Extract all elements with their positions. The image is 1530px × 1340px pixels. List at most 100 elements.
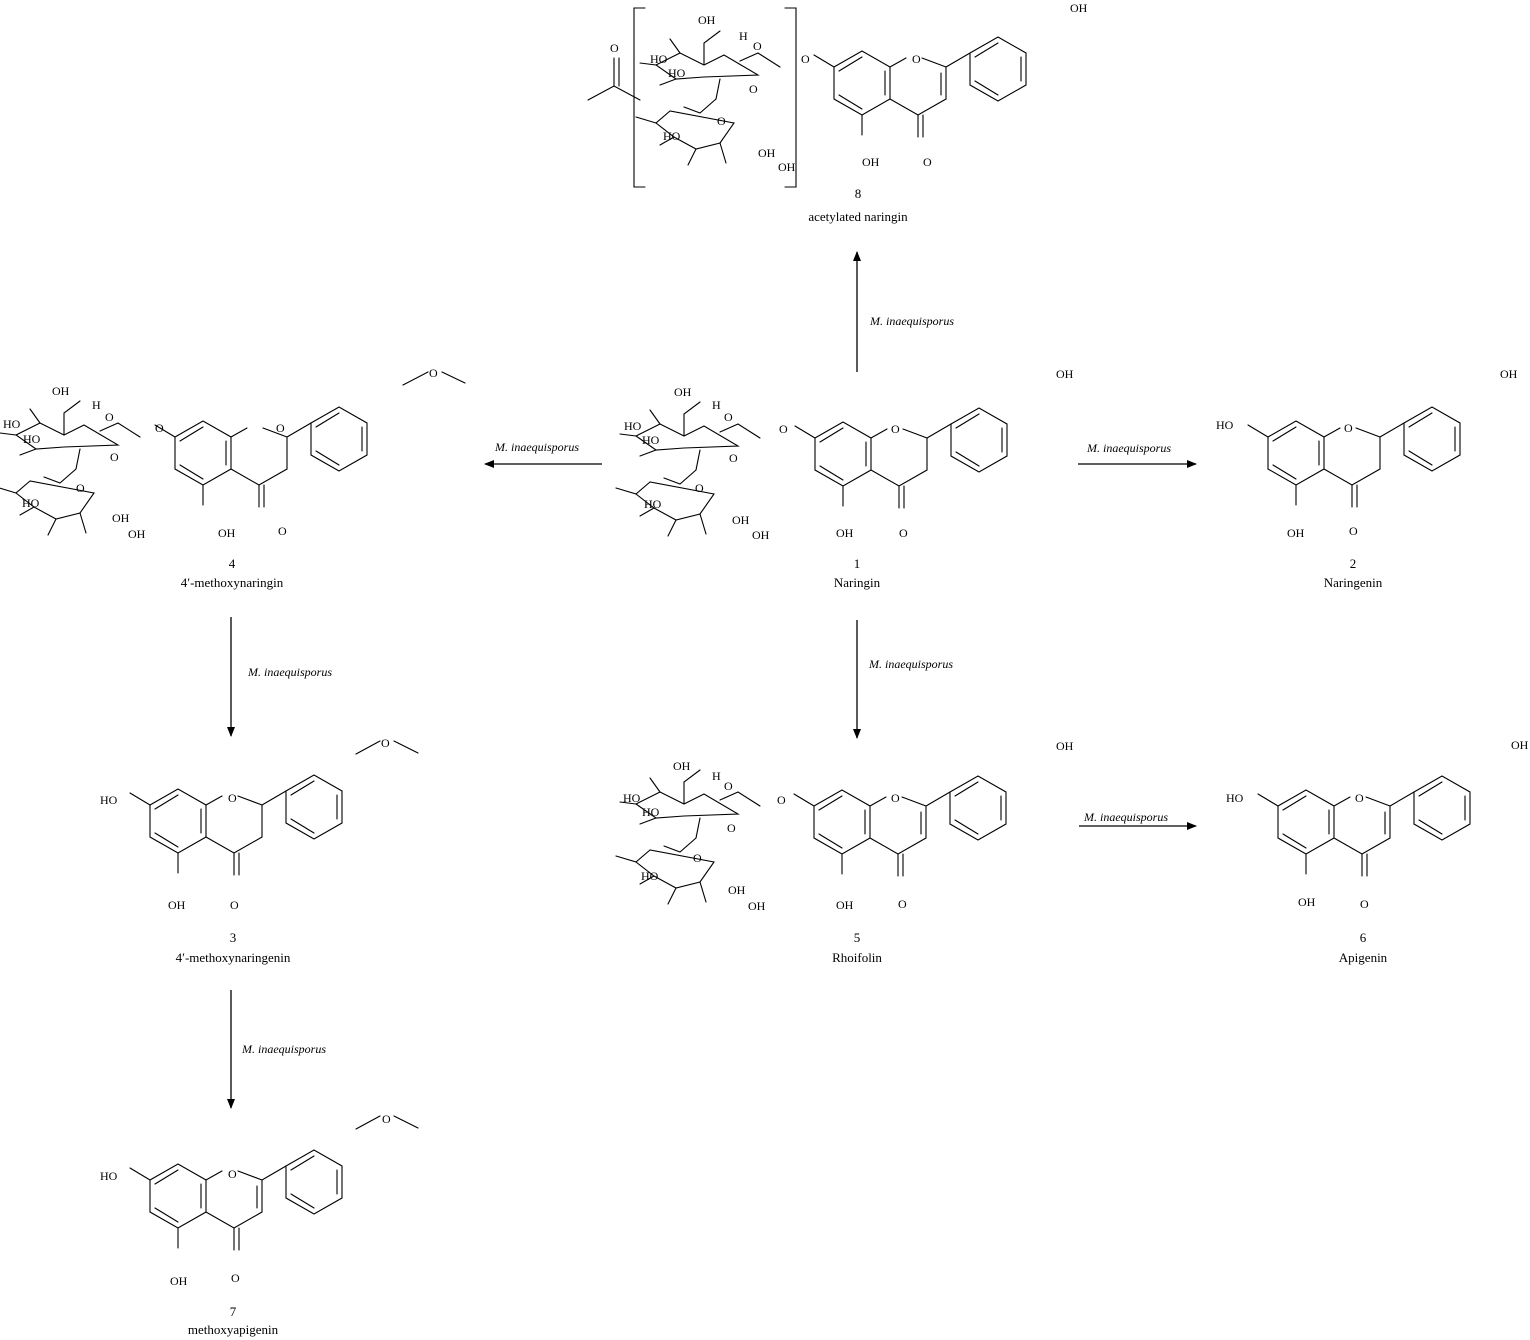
oh-4prime: OH — [1500, 367, 1518, 381]
reaction-1-to-4: M. inaequisporus — [484, 440, 602, 468]
ho-7: HO — [1216, 418, 1234, 432]
reaction-4-to-3: M. inaequisporus — [227, 617, 332, 737]
compound-8-acetylated-naringin: O O O O OH OH H O OH HO HO O O HO OH OH … — [587, 1, 1088, 224]
oh-4prime: OH — [1056, 367, 1074, 381]
ring-oxygen: O — [276, 421, 285, 435]
rhamnose-o: O — [695, 481, 704, 495]
glycosidic-oxygen: O — [777, 793, 786, 807]
sugar-o-2: O — [749, 82, 758, 96]
reaction-label: M. inaequisporus — [869, 314, 954, 328]
reaction-label: M. inaequisporus — [494, 440, 579, 454]
compound-name: Apigenin — [1339, 950, 1388, 965]
sugar-ho-3: HO — [668, 66, 686, 80]
naringenin-structure — [1247, 406, 1461, 508]
right-bracket — [784, 7, 797, 188]
reaction-label: M. inaequisporus — [241, 1042, 326, 1056]
methoxy-oxygen: O — [429, 366, 438, 380]
carbonyl-oxygen: O — [230, 898, 239, 912]
oh-5: OH — [1287, 526, 1305, 540]
compound-6-apigenin: HO O O OH OH 6 Apigenin — [1226, 738, 1529, 965]
oh-4prime: OH — [1056, 739, 1074, 753]
compound-name: methoxyapigenin — [188, 1322, 279, 1337]
methoxy-group — [355, 1115, 419, 1130]
oh-5: OH — [168, 898, 186, 912]
compound-name: 4′-methoxynaringin — [181, 575, 284, 590]
sugar-h: H — [712, 398, 721, 412]
oh-5: OH — [218, 526, 236, 540]
ho-7: HO — [100, 793, 118, 807]
sugar-ho-4: HO — [624, 419, 642, 433]
compound-5-rhoifolin: O O O OH OH H O OH HO HO O O HO OH OH 5 … — [615, 739, 1074, 965]
compound-number: 7 — [230, 1304, 237, 1319]
carbonyl-oxygen: O — [899, 526, 908, 540]
compound-7-methoxyapigenin: HO O O OH O 7 methoxyapigenin — [100, 1112, 419, 1337]
ring-oxygen: O — [912, 52, 921, 66]
methoxy-oxygen: O — [382, 1112, 391, 1126]
compound-name: Naringin — [834, 575, 881, 590]
methoxyapigenin-structure — [129, 1115, 419, 1251]
oh-4prime: OH — [1511, 738, 1529, 752]
compound-number: 6 — [1360, 930, 1367, 945]
sugar-oh-6: OH — [673, 759, 691, 773]
compound-name: acetylated naringin — [808, 209, 908, 224]
methoxy-oxygen: O — [381, 736, 390, 750]
sugar-ho-4: HO — [650, 52, 668, 66]
carbonyl-oxygen: O — [1360, 897, 1369, 911]
sugar-ho-4: HO — [3, 417, 21, 431]
sugar-h: H — [739, 29, 748, 43]
oh-5: OH — [862, 155, 880, 169]
glycosidic-oxygen: O — [801, 52, 810, 66]
ho-7: HO — [100, 1169, 118, 1183]
left-bracket — [633, 7, 646, 188]
compound-number: 5 — [854, 930, 861, 945]
sugar-oh-6: OH — [674, 385, 692, 399]
compound-3-methoxynaringenin: HO O O OH O 3 4′-methoxynaringenin — [100, 736, 419, 965]
carbonyl-oxygen: O — [898, 897, 907, 911]
sugar-o: O — [753, 39, 762, 53]
sugar-h: H — [712, 769, 721, 783]
compound-name: Naringenin — [1324, 575, 1383, 590]
rhamnose-oh-3: OH — [758, 146, 776, 160]
compound-1-naringin: O O O OH OH H O OH HO HO O O HO OH OH 1 … — [615, 367, 1074, 590]
acetyl-group — [587, 57, 641, 101]
rhamnose-ho: HO — [644, 497, 662, 511]
naringin-structure — [615, 401, 1008, 537]
rhamnose-oh-2: OH — [778, 160, 796, 174]
sugar-ho-3: HO — [642, 805, 660, 819]
sugar-o: O — [724, 410, 733, 424]
sugar-o-2: O — [729, 451, 738, 465]
methoxynaringin-structure — [0, 371, 466, 536]
compound-name: Rhoifolin — [832, 950, 882, 965]
methoxynaringenin-structure — [129, 740, 419, 876]
rhamnose-ho: HO — [663, 129, 681, 143]
glycosidic-oxygen: O — [155, 421, 164, 435]
sugar-oh-6: OH — [698, 13, 716, 27]
rhamnose-oh-2: OH — [748, 899, 766, 913]
rhamnose-oh-3: OH — [732, 513, 750, 527]
reaction-1-to-5: M. inaequisporus — [853, 620, 953, 739]
reaction-3-to-7: M. inaequisporus — [227, 990, 326, 1109]
reaction-5-to-6: M. inaequisporus — [1079, 810, 1197, 830]
sugar-oh-6: OH — [52, 384, 70, 398]
methoxy-group — [402, 371, 466, 386]
oh-5: OH — [836, 898, 854, 912]
oh-5: OH — [170, 1274, 188, 1288]
reaction-label: M. inaequisporus — [1086, 441, 1171, 455]
rhamnose-oh-2: OH — [128, 527, 146, 541]
ho-7: HO — [1226, 791, 1244, 805]
apigenin-structure — [1257, 775, 1471, 877]
carbonyl-oxygen: O — [278, 524, 287, 538]
rhamnose-oh-3: OH — [728, 883, 746, 897]
compound-number: 1 — [854, 556, 861, 571]
carbonyl-oxygen: O — [1349, 524, 1358, 538]
oh-4prime: OH — [1070, 1, 1088, 15]
rhamnose-ho: HO — [22, 496, 40, 510]
ring-oxygen: O — [891, 791, 900, 805]
ring-oxygen: O — [1344, 421, 1353, 435]
reaction-1-to-2: M. inaequisporus — [1078, 441, 1197, 468]
rhamnose-o: O — [693, 851, 702, 865]
compound-number: 4 — [229, 556, 236, 571]
compound-2-naringenin: HO O O OH OH 2 Naringenin — [1216, 367, 1518, 590]
ring-oxygen: O — [1355, 791, 1364, 805]
